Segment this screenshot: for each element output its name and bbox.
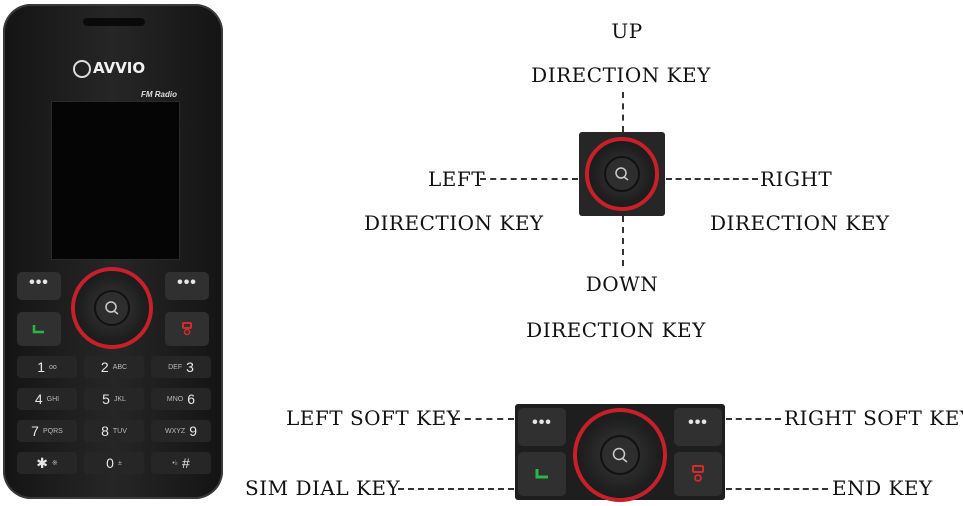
brand-text: AVVIO [93, 59, 145, 77]
left-leader-line [480, 178, 578, 180]
call-icon [534, 467, 550, 481]
closeup-left-soft-key: ••• [518, 408, 566, 446]
key-star: ✱※ [17, 452, 77, 474]
phone-screen [51, 101, 180, 260]
phone-call-icon [32, 323, 46, 335]
left-label-line1: LEFT [428, 167, 485, 191]
closeup-right-soft-key: ••• [674, 408, 722, 446]
closeup-end-key [674, 452, 722, 496]
end-call-icon [691, 465, 705, 483]
down-label-line2: DIRECTION KEY [526, 318, 706, 342]
direction-ok-key [604, 156, 640, 192]
phone-left-soft-key: ••• [17, 272, 61, 300]
closeup-ok-key [600, 435, 640, 475]
right-soft-key-leader [726, 418, 781, 420]
up-label-line2: DIRECTION KEY [531, 63, 711, 87]
down-label-line1: DOWN [586, 272, 659, 296]
key-row-4: ✱※ 0± •♭# [17, 452, 211, 474]
sim-dial-key-label: SIM DIAL KEY [245, 476, 400, 500]
phone-right-soft-key: ••• [165, 272, 209, 300]
chat-bubble-icon [611, 447, 629, 463]
phone-sim-dial-key [17, 312, 61, 346]
closeup-sim-dial-key [518, 452, 566, 496]
model-tag: FM Radio [141, 90, 177, 99]
brand-icon [73, 60, 91, 78]
down-leader-line [622, 216, 624, 266]
right-label-line1: RIGHT [760, 167, 832, 191]
brand-logo: AVVIO [73, 59, 145, 78]
phone-ok-key [94, 290, 130, 326]
end-key-label: END KEY [832, 476, 933, 500]
phone-end-key [165, 312, 209, 346]
left-label-line2: DIRECTION KEY [364, 211, 544, 235]
left-soft-key-leader [454, 418, 514, 420]
right-leader-line [666, 178, 758, 180]
right-label-line2: DIRECTION KEY [710, 211, 890, 235]
key-0: 0± [84, 452, 144, 474]
phone-end-icon [181, 322, 193, 336]
chat-bubble-icon [104, 301, 120, 315]
earpiece [83, 18, 145, 26]
key-hash: •♭# [151, 452, 211, 474]
sim-dial-key-leader [398, 488, 514, 490]
up-label-line1: UP [611, 19, 642, 43]
end-key-leader [726, 488, 828, 490]
chat-bubble-icon [614, 167, 630, 181]
up-leader-line [622, 92, 624, 132]
right-soft-key-label: RIGHT SOFT KEY [784, 406, 963, 430]
left-soft-key-label: LEFT SOFT KEY [286, 406, 460, 430]
